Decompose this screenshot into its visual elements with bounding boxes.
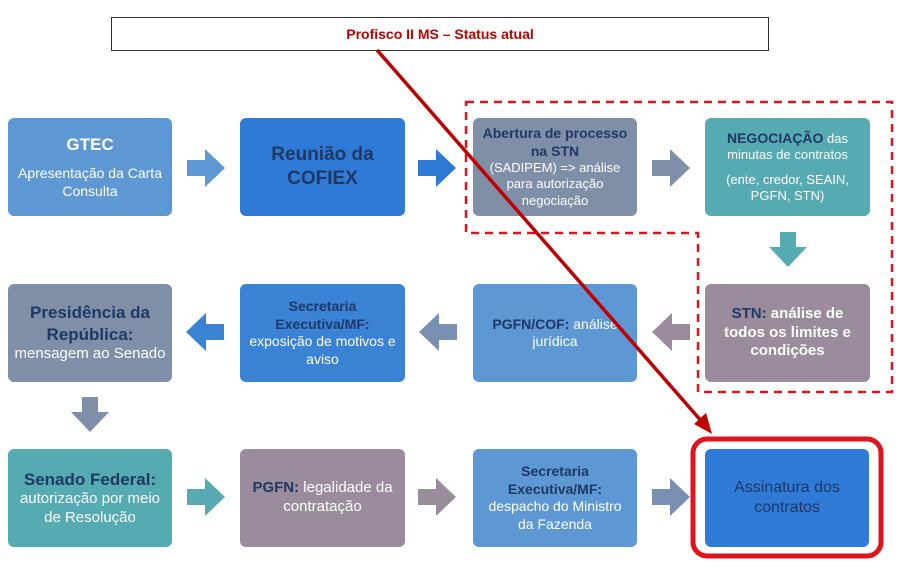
step-secretaria-exposicao-body: exposição de motivos e aviso — [249, 333, 396, 367]
step-senado-body: autorização por meio de Resolução — [19, 489, 161, 526]
step-stn-analise-body: análise de todos os limites e condições — [724, 304, 851, 360]
diagram-title: Profisco II MS – Status atual — [111, 17, 769, 51]
flow-arrow-3 — [652, 149, 690, 187]
step-senado: Senado Federal: autorização por meio de … — [8, 449, 172, 547]
step-stn-analise: STN: análise de todos os limites e condi… — [705, 284, 870, 382]
step-negociacao: NEGOCIAÇÃO das minutas de contratos (ent… — [705, 118, 870, 216]
flow-arrow-4 — [187, 478, 225, 516]
step-pgfn-cof-head: PGFN/COF: — [492, 315, 570, 332]
flow-arrow-down-1 — [769, 232, 807, 267]
step-secretaria-despacho-body: despacho do Ministro da Fazenda — [488, 498, 622, 532]
flow-arrow-2 — [418, 149, 456, 187]
step-presidencia-body: mensagem ao Senado — [14, 344, 166, 362]
step-secretaria-exposicao: Secretaria Executiva/MF: exposição de mo… — [240, 284, 405, 382]
step-pgfn-cof: PGFN/COF: análise jurídica — [473, 284, 637, 382]
flow-arrow-left-3 — [186, 313, 224, 351]
step-pgfn: PGFN: legalidade da contratação — [240, 449, 405, 547]
step-assinatura: Assinatura dos contratos — [705, 449, 869, 547]
step-secretaria-despacho: Secretaria Executiva/MF: despacho do Min… — [473, 449, 637, 547]
flow-arrow-left-1 — [652, 313, 690, 351]
flow-arrow-left-2 — [419, 313, 457, 351]
flow-arrow-1 — [187, 149, 225, 187]
step-stn-analise-head: STN: — [731, 304, 767, 322]
step-secretaria-despacho-head: Secretaria Executiva/MF: — [507, 463, 603, 497]
step-stn-abertura: Abertura de processo na STN (SADIPEM) =>… — [473, 118, 637, 216]
step-stn-abertura-head: Abertura de processo na STN — [482, 125, 628, 159]
flow-arrow-5 — [418, 478, 456, 516]
flow-arrow-down-2 — [71, 397, 109, 432]
step-pgfn-head: PGFN: — [252, 479, 300, 497]
step-negociacao-body: (ente, credor, SEAIN, PGFN, STN) — [726, 171, 849, 203]
step-presidencia: Presidência da República: mensagem ao Se… — [8, 284, 172, 382]
step-secretaria-exposicao-head: Secretaria Executiva/MF: — [275, 298, 370, 332]
step-pgfn-body: legalidade da contratação — [283, 479, 393, 515]
step-negociacao-head: NEGOCIAÇÃO — [726, 129, 824, 146]
step-assinatura-head: Assinatura dos contratos — [734, 479, 840, 516]
step-senado-head: Senado Federal: — [23, 469, 157, 489]
flow-arrow-6 — [652, 478, 690, 516]
step-gtec-body: Apresentação da Carta Consulta — [18, 165, 162, 199]
step-stn-abertura-body: (SADIPEM) => análise para autorização ne… — [489, 160, 621, 208]
status-arrow-head — [694, 413, 712, 434]
step-gtec-head: GTEC — [66, 134, 114, 154]
step-negociacao-head-tail: das minutas de contratos — [727, 130, 849, 163]
step-gtec: GTEC Apresentação da Carta Consulta — [8, 118, 172, 216]
step-presidencia-head: Presidência da República: — [29, 303, 150, 344]
step-cofiex: Reunião da COFIEX — [240, 118, 405, 216]
step-cofiex-head: Reunião da COFIEX — [271, 144, 374, 189]
